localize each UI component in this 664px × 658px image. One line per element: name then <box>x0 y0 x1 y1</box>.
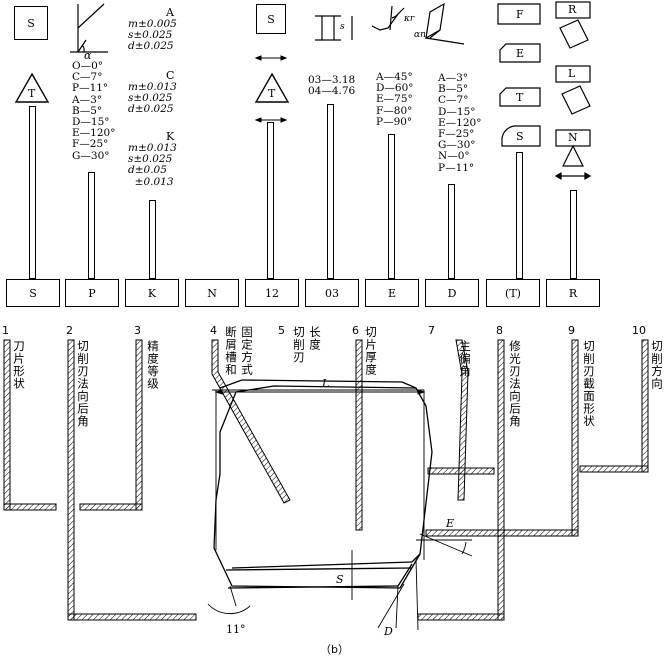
size-symbol-S: S <box>256 4 286 34</box>
tolerance-C-letter: C <box>166 69 175 82</box>
stem-7 <box>388 134 395 279</box>
legend-label-7: 主偏角 <box>458 340 472 378</box>
stem-9 <box>516 152 523 279</box>
legend-num-3: 3 <box>134 324 141 337</box>
thickness-sketch <box>315 15 353 41</box>
legend-label-4b: 固定方式 <box>240 326 254 376</box>
tolerance-K-letter: K <box>166 130 175 143</box>
code-box-2: P <box>65 279 119 307</box>
wiper-clearance-sketch <box>425 2 465 45</box>
tolerance-A: m±0.005 s±0.025 d±0.025 <box>128 18 177 53</box>
legend-label-10: 切削方向 <box>650 340 664 390</box>
code-box-6: 03 <box>305 279 359 307</box>
code-box-8: D <box>425 279 479 307</box>
stem-6 <box>327 104 334 279</box>
dimension-S-label: S <box>336 573 344 586</box>
dimension-D-label: D <box>384 625 393 638</box>
tolerance-K: m±0.013 s±0.025 d±0.05 ±0.013 <box>128 142 177 188</box>
tolerance-C: m±0.013 s±0.025 d±0.025 <box>128 81 177 116</box>
legend-label-3: 精度等级 <box>146 340 160 390</box>
legend-label-1: 刀片形状 <box>12 340 26 390</box>
edge-shape-F: F <box>516 8 524 21</box>
code-box-9: (T) <box>486 279 540 307</box>
code-box-10: R <box>546 279 600 307</box>
stem-5 <box>267 122 274 279</box>
approach-angle-sketch <box>371 5 405 31</box>
triangle-label: T <box>28 87 36 100</box>
size-triangle-label: T <box>268 87 276 100</box>
stem-8 <box>448 184 455 279</box>
approach-angle-list: A—45° D—60° E—75° F—80° P—90° <box>376 71 414 128</box>
legend-num-4: 4 <box>210 324 217 337</box>
stem-3 <box>149 200 156 279</box>
legend-label-6: 切片厚度 <box>364 326 378 376</box>
legend-num-5: 5 <box>278 324 285 337</box>
dimension-L-label: L <box>322 377 330 390</box>
code-box-1: S <box>6 279 60 307</box>
wiper-clearance-list: A—3° B—5° C—7° D—15° E—120° F—25° G—30° … <box>438 72 482 174</box>
size-triangle: T <box>254 72 290 104</box>
thickness-s-label: s <box>340 22 345 32</box>
shape-symbol-S: S <box>14 6 48 40</box>
legend-num-10: 10 <box>632 324 646 337</box>
code-box-5: 12 <box>245 279 299 307</box>
triangle-symbol: T <box>14 72 50 104</box>
triangle-icon <box>254 72 290 103</box>
tolerance-A-letter: A <box>166 6 174 19</box>
legend-label-8: 修光刃法向后角 <box>508 340 522 428</box>
code-box-7: E <box>365 279 419 307</box>
dimension-E-label: E <box>446 517 455 530</box>
legend-label-2: 切削刃法向后角 <box>76 340 90 428</box>
edge-shape-E: E <box>516 47 525 60</box>
legend-num-7: 7 <box>428 324 435 337</box>
angle-11-label: 11° <box>226 623 246 636</box>
size-dimension-arrows <box>254 55 288 123</box>
stem-2 <box>88 172 95 279</box>
direction-N: N <box>568 131 578 144</box>
legend-label-9: 切削刃截面形状 <box>582 340 596 428</box>
stem-10 <box>570 190 577 279</box>
legend-num-6: 6 <box>352 324 359 337</box>
legend-leaders <box>3 339 649 621</box>
normal-clearance-sketch <box>70 3 108 53</box>
legend-num-9: 9 <box>568 324 575 337</box>
thickness-list: 03—3.18 04—4.76 <box>308 74 356 98</box>
legend-label-5a: 切削刃 <box>292 326 306 364</box>
legend-num-8: 8 <box>496 324 503 337</box>
figure-caption: （b） <box>320 643 349 656</box>
edge-shape-T: T <box>516 91 524 104</box>
stem-1 <box>29 106 36 279</box>
edge-profile-shapes <box>497 3 541 147</box>
legend-label-5b: 长度 <box>308 326 322 351</box>
alpha-label: α <box>84 49 92 62</box>
triangle-icon <box>14 72 50 103</box>
edge-shape-S: S <box>516 130 524 143</box>
legend-num-2: 2 <box>66 324 73 337</box>
kr-label: κr <box>404 14 415 24</box>
direction-L: L <box>568 67 576 80</box>
an-label: αn <box>414 30 426 40</box>
cutting-direction-shapes <box>554 1 592 181</box>
clearance-angle-list: O—0° C—7° P—11° A—3° B—5° D—15° E—120° F… <box>72 60 116 162</box>
dimension-L <box>214 389 426 395</box>
code-box-3: K <box>125 279 179 307</box>
code-box-4: N <box>185 279 239 307</box>
legend-num-1: 1 <box>2 324 9 337</box>
insert-drawing <box>207 379 473 631</box>
legend-label-4a: 断屑槽和 <box>224 326 238 376</box>
direction-R: R <box>568 3 577 16</box>
